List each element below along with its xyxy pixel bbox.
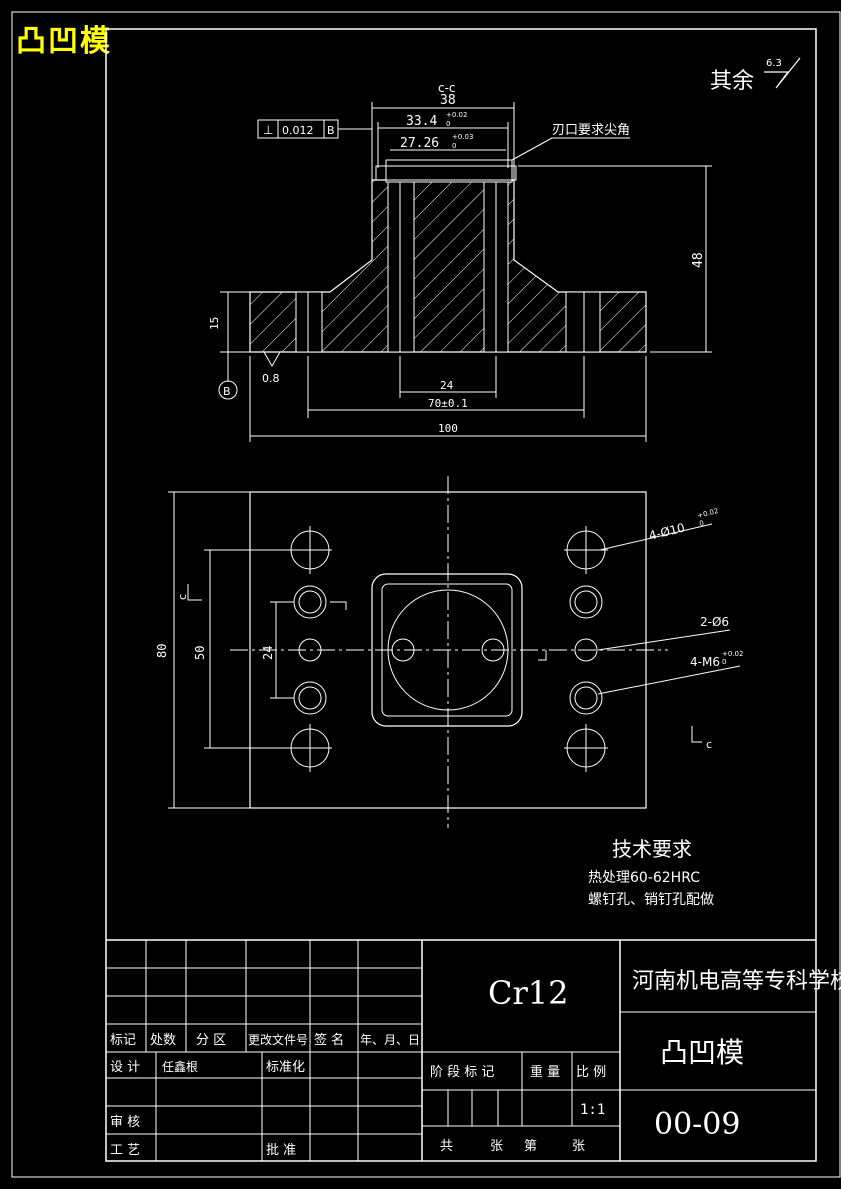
callout-holes-10: 4-Ø10 — [647, 520, 686, 542]
hdr-sign: 签 名 — [314, 1032, 344, 1048]
roughness-0-8: 0.8 — [262, 372, 280, 385]
sheet-no-label: 第 — [524, 1139, 537, 1154]
section-label: c-c — [438, 81, 456, 95]
dim-24-plan: 24 — [261, 646, 275, 660]
perpendicularity-frame: ⊥ 0.012 B — [257, 119, 372, 139]
section-mark-bottom: c — [706, 738, 712, 751]
dim-27-26-tol: +0.03 — [452, 133, 473, 141]
weight-label: 重 量 — [530, 1064, 560, 1080]
hdr-date: 年、月、日 — [360, 1033, 420, 1047]
dim-70: 70±0.1 — [428, 397, 468, 410]
surface-finish-value: 6.3 — [766, 58, 782, 69]
dim-27-26: 27.26 — [400, 136, 439, 151]
dim-33-4: 33.4 — [406, 114, 437, 129]
design-label: 设 计 — [110, 1060, 140, 1075]
svg-text:0: 0 — [722, 658, 726, 666]
title-block-text: Cr12 河南机电高等专科学校 凸凹模 00-09 1:1 标记 处数 分 区 … — [110, 969, 841, 1158]
surface-finish-note: 其余 6.3 — [710, 57, 801, 94]
dim-24-section: 24 — [440, 379, 454, 392]
material: Cr12 — [488, 974, 569, 1012]
tech-line-1: 热处理60-62HRC — [588, 870, 700, 886]
process-label: 工 艺 — [110, 1143, 140, 1158]
designer-name: 任鑫根 — [162, 1059, 198, 1074]
review-label: 审 核 — [110, 1115, 140, 1130]
dim-80: 80 — [155, 644, 169, 658]
callout-pins: 2-Ø6 — [700, 615, 729, 629]
surface-finish-label: 其余 — [710, 69, 754, 94]
svg-text:B: B — [327, 124, 335, 137]
approve-label: 批 准 — [266, 1143, 296, 1158]
dim-50: 50 — [193, 646, 207, 660]
dim-38: 38 — [440, 93, 456, 108]
dim-100: 100 — [438, 422, 458, 435]
svg-text:+0.02: +0.02 — [697, 507, 720, 520]
dim-33-4-tol: +0.02 — [446, 111, 467, 119]
dim-27-26-tol-low: 0 — [452, 142, 456, 150]
scale-value: 1:1 — [580, 1102, 605, 1118]
part-name: 凸凹模 — [660, 1036, 744, 1069]
tech-line-2: 螺钉孔、销钉孔配做 — [588, 892, 714, 908]
dim-15: 15 — [208, 317, 221, 330]
stage-label: 阶 段 标 记 — [430, 1065, 494, 1080]
tech-heading: 技术要求 — [612, 837, 692, 861]
inner-frame — [105, 28, 817, 1162]
edge-note: 刃口要求尖角 — [552, 123, 630, 138]
hdr-doc: 更改文件号 — [248, 1032, 308, 1047]
drawing-title-corner: 凸凹模 — [16, 24, 112, 59]
hdr-zone: 分 区 — [196, 1033, 226, 1048]
plan-view: 80 50 24 c c 4-Ø10 +0.02 0 2-Ø6 4-M6 +0.… — [155, 476, 743, 828]
section-body — [249, 179, 647, 353]
hdr-count: 处数 — [150, 1033, 176, 1048]
dim-48: 48 — [691, 252, 706, 268]
ratio-label: 比 例 — [576, 1065, 606, 1080]
hdr-mark: 标记 — [110, 1033, 136, 1048]
sheet-unit: 张 — [490, 1139, 503, 1154]
dim-33-4-tol-low: 0 — [446, 120, 450, 128]
title-block — [106, 939, 816, 1161]
outer-frame — [11, 11, 841, 1178]
drawing-number: 00-09 — [654, 1107, 740, 1142]
svg-text:⊥: ⊥ — [263, 123, 273, 137]
svg-text:0.012: 0.012 — [282, 124, 314, 137]
svg-text:+0.02: +0.02 — [722, 650, 743, 658]
sheet-unit-2: 张 — [572, 1139, 585, 1154]
standardize-label: 标准化 — [266, 1060, 305, 1075]
total-sheets-label: 共 — [440, 1139, 453, 1154]
datum-b: B — [223, 385, 231, 398]
tech-requirements: 技术要求 热处理60-62HRC 螺钉孔、销钉孔配做 — [588, 837, 714, 908]
callout-threads: 4-M6 — [690, 655, 720, 669]
svg-text:0: 0 — [699, 519, 705, 528]
section-view: c-c 38 33.4 +0.02 0 27.26 +0.03 0 — [208, 81, 712, 442]
school-name: 河南机电高等专科学校 — [632, 969, 841, 994]
section-mark-top: c — [176, 594, 189, 600]
